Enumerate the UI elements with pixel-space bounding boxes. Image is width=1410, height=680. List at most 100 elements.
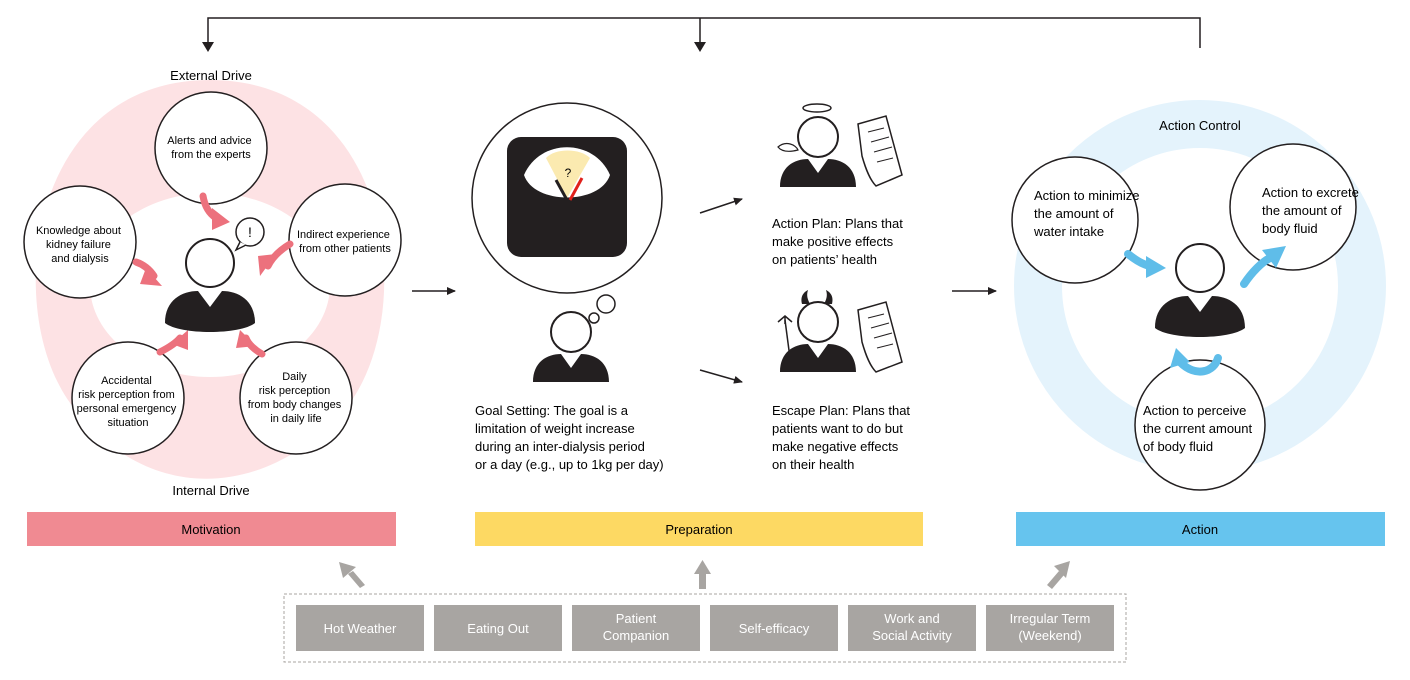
escape-plan-line: patients want to do but: [772, 421, 903, 436]
motivation-arrowheads: [140, 208, 276, 350]
arrow-perceive: [1176, 354, 1222, 376]
factor-box: Self-efficacy: [710, 605, 838, 651]
svg-text:Knowledge about kidney: Knowledge about kidney failure and dialy…: [36, 225, 124, 265]
influence-arrow-preparation: [694, 560, 711, 589]
bubble-minimize-line: water intake: [1033, 224, 1104, 239]
stage-motivation: Motivation: [27, 512, 396, 546]
bubble-minimize-line: the amount of: [1034, 206, 1114, 221]
bubble-accidental: Accidental risk perception from personal…: [71, 341, 185, 455]
escape-plan-text: Escape Plan: Plans that patients want to…: [772, 403, 914, 472]
escape-plan-line: Escape Plan: Plans that: [772, 403, 910, 418]
bubble-daily-line: risk perception: [259, 385, 331, 397]
svg-text:Action to perceive the: Action to perceive the current amount of…: [1143, 403, 1256, 454]
arrow-goal-to-action-plan: [699, 197, 743, 214]
bubble-accidental-line: personal emergency: [77, 403, 177, 415]
stage-action: Action: [1016, 512, 1385, 546]
factor-box: Eating Out: [434, 605, 562, 651]
bubble-perceive-line: the current amount: [1143, 421, 1253, 436]
arrow-indirect: [264, 240, 294, 270]
bubble-excrete-line: Action to excrete: [1262, 185, 1359, 200]
arrow-knowledge: [132, 258, 158, 280]
bubble-daily-line: from body changes: [248, 399, 342, 411]
factor-box: Hot Weather: [296, 605, 424, 651]
motivation-section: External Drive Internal Drive Alerts and…: [23, 68, 402, 498]
bubble-accidental-line: Accidental: [101, 375, 152, 387]
svg-text:Indirect experience fr: Indirect experience from other patients: [297, 229, 393, 255]
bubble-daily-line: Daily: [282, 371, 307, 383]
bubble-experts-line: Alerts and advice: [167, 135, 251, 147]
factor-label: Hot Weather: [324, 621, 397, 636]
bubble-minimize: Action to minimize the amount of water i…: [1011, 156, 1143, 284]
bubble-indirect-line: from other patients: [299, 243, 391, 255]
factor-label: Eating Out: [467, 621, 529, 636]
bubble-daily: Daily risk perception from body changes …: [239, 341, 353, 455]
influence-arrow-action: [1047, 561, 1070, 589]
stage-preparation-label: Preparation: [665, 522, 732, 537]
bubble-experts-line: from the experts: [171, 149, 251, 161]
stage-preparation: Preparation: [475, 512, 923, 546]
devil-figure: [777, 290, 903, 373]
svg-text:Accidental risk percep: Accidental risk perception from personal…: [77, 375, 180, 429]
escape-plan-line: on their health: [772, 457, 854, 472]
bubble-excrete: Action to excrete the amount of body flu…: [1229, 143, 1362, 271]
arrow-excrete: [1240, 254, 1274, 288]
exclaim-mark: !: [248, 224, 252, 240]
action-patient-figure: [1154, 243, 1246, 338]
bubble-indirect-line: Indirect experience: [297, 229, 390, 241]
internal-drive-label: Internal Drive: [172, 483, 249, 498]
action-arrowheads: [1146, 246, 1286, 368]
stage-motivation-label: Motivation: [181, 522, 240, 537]
factor-label: Irregular Term(Weekend): [1010, 611, 1091, 643]
bubble-accidental-line: risk perception from: [78, 389, 175, 401]
exclaim-bubble: !: [234, 217, 265, 252]
factor-box: Irregular Term(Weekend): [986, 605, 1114, 651]
goal-setting-text: Goal Setting: The goal is a limitation o…: [475, 403, 664, 472]
stage-action-label: Action: [1182, 522, 1218, 537]
external-drive-label: External Drive: [170, 68, 252, 83]
action-plan-line: on patients’ health: [772, 252, 877, 267]
bubble-accidental-line: situation: [108, 417, 149, 429]
action-section: Action Control Action to minimize the am…: [1011, 100, 1386, 491]
bubble-excrete-line: body fluid: [1262, 221, 1318, 236]
svg-text:Daily risk perception: Daily risk perception from body changes …: [248, 371, 345, 425]
bubble-knowledge-line: Knowledge about: [36, 225, 121, 237]
action-plan-line: make positive effects: [772, 234, 894, 249]
action-plan-text: Action Plan: Plans that make positive ef…: [772, 216, 906, 267]
bubble-daily-line: in daily life: [270, 413, 321, 425]
arrow-goal-to-escape-plan: [699, 369, 743, 384]
action-plan-line: Action Plan: Plans that: [772, 216, 903, 231]
bubble-indirect: Indirect experience from other patients: [288, 183, 402, 297]
influence-arrow-motivation: [339, 562, 365, 588]
scale-question-mark: ?: [565, 166, 572, 180]
bubble-minimize-line: Action to minimize: [1034, 188, 1139, 203]
bubble-perceive-line: Action to perceive: [1143, 403, 1246, 418]
goal-setting-line: Goal Setting: The goal is a: [475, 403, 629, 418]
action-control-label: Action Control: [1159, 118, 1241, 133]
feedback-connector: [202, 17, 1201, 52]
bubble-knowledge: Knowledge about kidney failure and dialy…: [23, 185, 137, 299]
goal-patient-figure: [532, 311, 610, 383]
goal-setting-line: or a day (e.g., up to 1kg per day): [475, 457, 664, 472]
factors-frame: [283, 593, 1127, 663]
scale-icon: ?: [507, 137, 627, 257]
svg-text:Action to minimize the: Action to minimize the amount of water i…: [1033, 188, 1143, 239]
goal-setting-line: limitation of weight increase: [475, 421, 635, 436]
thought-dot: [596, 294, 616, 314]
bubble-excrete-line: the amount of: [1262, 203, 1342, 218]
bubble-perceive-line: of body fluid: [1143, 439, 1213, 454]
bubble-experts: Alerts and advice from the experts: [154, 91, 268, 205]
bubble-perceive: Action to perceive the current amount of…: [1134, 359, 1266, 491]
svg-text:Alerts and advice from: Alerts and advice from the experts: [167, 135, 254, 161]
thought-dot: [588, 312, 600, 324]
bubble-knowledge-line: and dialysis: [51, 253, 109, 265]
escape-plan-line: make negative effects: [772, 439, 899, 454]
angel-figure: [777, 103, 903, 188]
preparation-section: ? Goal Setting: The goal is a limitation…: [471, 102, 914, 472]
svg-text:Action to excrete the: Action to excrete the amount of body flu…: [1262, 185, 1362, 236]
